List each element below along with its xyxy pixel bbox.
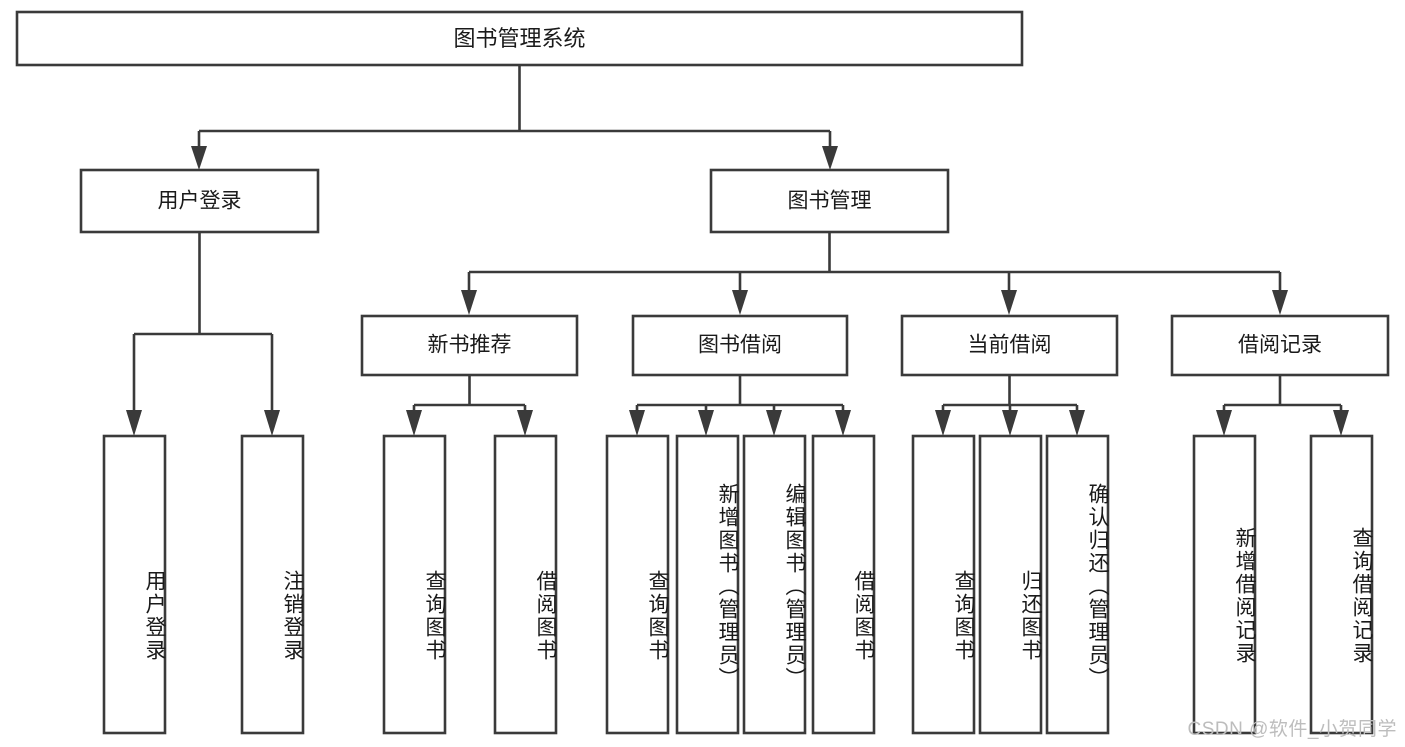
leaf-node-book-borrow-4[interactable] <box>811 434 876 735</box>
arrow-head-user-login-leaf-1 <box>126 410 142 436</box>
arrow-head-book-borrow-leaf-4 <box>835 410 851 436</box>
leaf-node-user-login-1[interactable] <box>102 434 167 735</box>
leaf-box-rect[interactable] <box>382 434 447 735</box>
arrow-head-to-borrow-record <box>1272 290 1288 315</box>
root-box-rect[interactable] <box>15 10 1024 67</box>
leaf-node-current-borrow-2[interactable] <box>978 434 1043 735</box>
leaf-node-borrow-record-2[interactable] <box>1309 434 1374 735</box>
leaf-node-book-borrow-2[interactable] <box>675 434 740 735</box>
leaf-box-rect[interactable] <box>1309 434 1374 735</box>
leaf-node-current-borrow-1[interactable] <box>911 434 976 735</box>
current-borrow-box-label: 当前借阅 <box>968 334 1052 357</box>
leaf-box-rect[interactable] <box>605 434 670 735</box>
connector-book-management-to-level2 <box>461 232 1288 315</box>
arrow-head-new-book-leaf-1 <box>406 410 422 436</box>
leaf-node-user-login-2[interactable] <box>240 434 305 735</box>
leaf-box-rect[interactable] <box>911 434 976 735</box>
connector-user-login-to-leaves <box>126 232 280 436</box>
arrow-head-borrow-record-leaf-1 <box>1216 410 1232 436</box>
borrow-record-box-label: 借阅记录 <box>1238 334 1322 357</box>
leaf-box-rect[interactable] <box>675 434 740 735</box>
arrow-head-to-book-management <box>822 146 838 170</box>
csdn-watermark: CSDN @软件_小贺同学 <box>1187 719 1397 740</box>
leaf-node-book-borrow-3[interactable] <box>742 434 807 735</box>
arrow-head-to-current-borrow <box>1001 290 1017 315</box>
book-management-box-label: 图书管理 <box>788 190 872 213</box>
leaf-box-rect[interactable] <box>102 434 167 735</box>
leaf-box-rect[interactable] <box>742 434 807 735</box>
node-user-login[interactable]: 用户登录 <box>79 168 320 234</box>
node-book-borrow[interactable]: 图书借阅 <box>631 314 849 377</box>
node-new-book-recommend[interactable]: 新书推荐 <box>360 314 579 377</box>
node-borrow-record[interactable]: 借阅记录 <box>1170 314 1390 377</box>
leaf-node-new-book-recommend-2[interactable] <box>493 434 558 735</box>
new-book-recommend-box-rect[interactable] <box>360 314 579 377</box>
connector-root-to-level1 <box>191 65 838 170</box>
leaf-node-new-book-recommend-1[interactable] <box>382 434 447 735</box>
connector-book-borrow-to-leaves <box>629 375 851 436</box>
arrow-head-current-borrow-leaf-1 <box>935 410 951 436</box>
user-login-box-label: 用户登录 <box>158 190 242 213</box>
arrow-head-to-new-book-recommend <box>461 290 477 315</box>
node-root[interactable]: 图书管理系统 <box>15 10 1024 67</box>
book-borrow-box-label: 图书借阅 <box>698 334 782 357</box>
arrow-head-user-login-leaf-2 <box>264 410 280 436</box>
arrow-head-new-book-leaf-2 <box>517 410 533 436</box>
current-borrow-box-rect[interactable] <box>900 314 1119 377</box>
leaf-box-rect[interactable] <box>240 434 305 735</box>
connector-borrow-record-to-leaves <box>1216 375 1349 436</box>
leaf-box-rect[interactable] <box>978 434 1043 735</box>
node-current-borrow[interactable]: 当前借阅 <box>900 314 1119 377</box>
leaf-node-current-borrow-3[interactable] <box>1045 434 1110 735</box>
leaf-box-rect[interactable] <box>1045 434 1110 735</box>
arrow-head-to-user-login <box>191 146 207 170</box>
node-book-management[interactable]: 图书管理 <box>709 168 950 234</box>
arrow-head-current-borrow-leaf-2 <box>1002 410 1018 436</box>
connector-new-book-recommend-to-leaves <box>406 375 533 436</box>
new-book-recommend-box-label: 新书推荐 <box>428 334 512 357</box>
user-login-box-rect[interactable] <box>79 168 320 234</box>
leaf-box-rect[interactable] <box>811 434 876 735</box>
arrow-head-current-borrow-leaf-3 <box>1069 410 1085 436</box>
leaf-box-rect[interactable] <box>1192 434 1257 735</box>
arrow-head-book-borrow-leaf-3 <box>766 410 782 436</box>
arrow-head-to-book-borrow <box>732 290 748 315</box>
leaf-node-book-borrow-1[interactable] <box>605 434 670 735</box>
arrow-head-borrow-record-leaf-2 <box>1333 410 1349 436</box>
arrow-head-book-borrow-leaf-1 <box>629 410 645 436</box>
arrow-head-book-borrow-leaf-2 <box>698 410 714 436</box>
leaf-node-borrow-record-1[interactable] <box>1192 434 1257 735</box>
root-box-label: 图书管理系统 <box>453 26 585 51</box>
leaf-box-rect[interactable] <box>493 434 558 735</box>
connector-current-borrow-to-leaves <box>935 375 1085 436</box>
